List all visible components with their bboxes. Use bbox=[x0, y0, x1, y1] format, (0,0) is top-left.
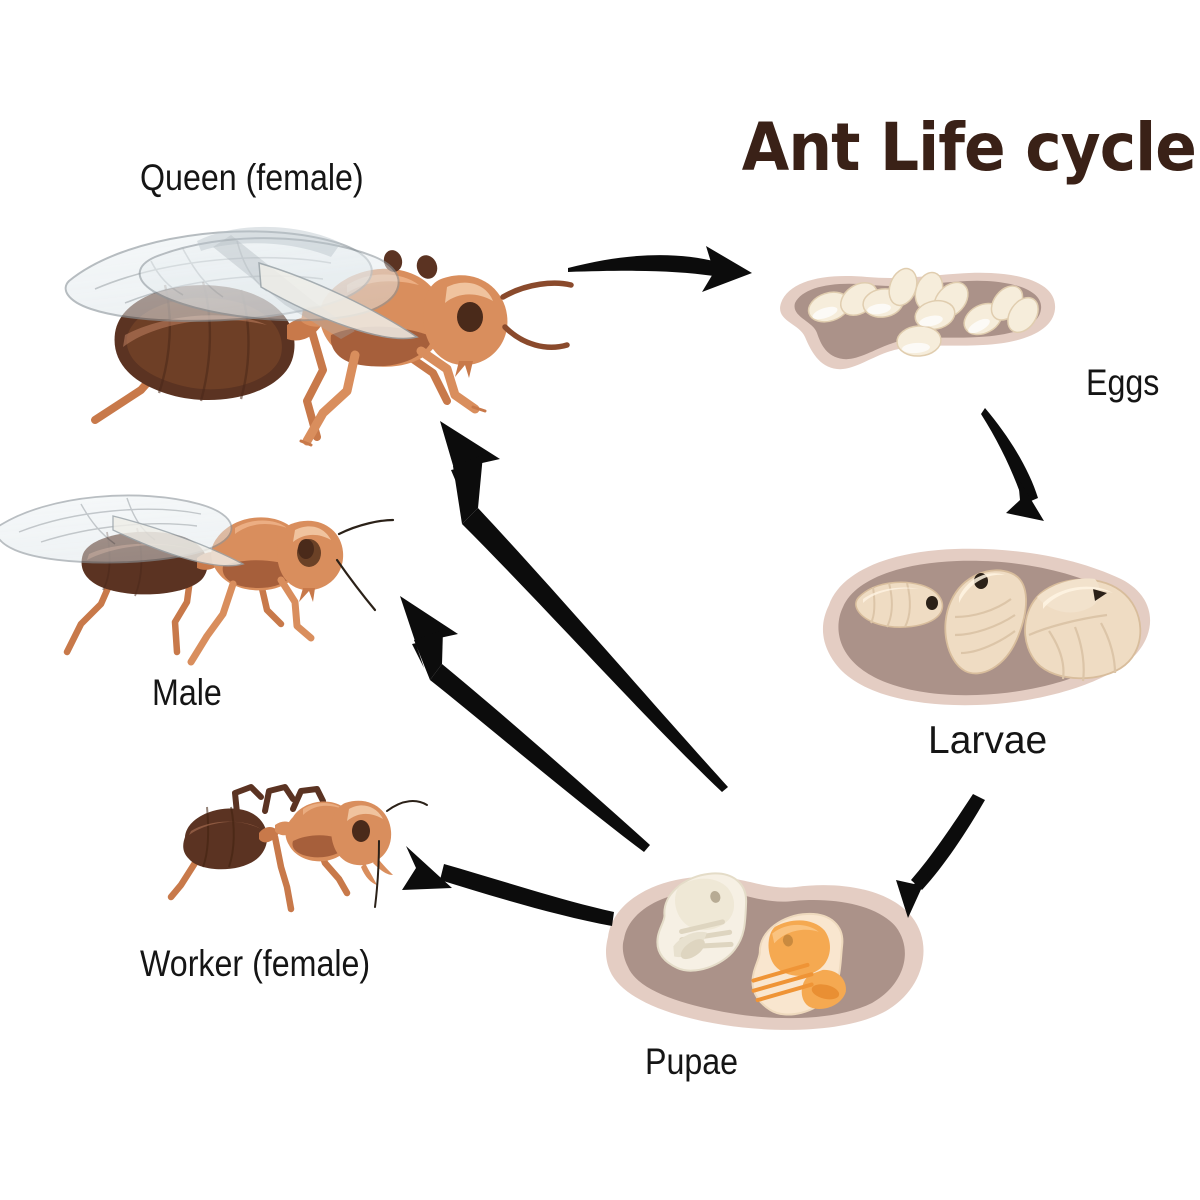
label-queen: Queen (female) bbox=[140, 157, 364, 198]
arrow-queen-to-eggs bbox=[568, 246, 752, 292]
label-male: Male bbox=[152, 672, 222, 713]
ant-larvae-illustration bbox=[815, 535, 1160, 720]
arrow-eggs-to-larvae bbox=[981, 408, 1044, 521]
label-pupae: Pupae bbox=[645, 1041, 739, 1082]
label-eggs: Eggs bbox=[1086, 362, 1160, 403]
ant-pupae-illustration bbox=[600, 865, 935, 1040]
label-larvae: Larvae bbox=[928, 719, 1048, 762]
ant-eggs-illustration bbox=[775, 265, 1065, 380]
worker-ant-illustration bbox=[165, 775, 430, 925]
arrow-pupae-to-queen bbox=[440, 421, 728, 792]
male-ant-illustration bbox=[0, 480, 395, 670]
label-worker: Worker (female) bbox=[140, 943, 371, 984]
arrow-pupae-to-worker bbox=[402, 846, 614, 926]
queen-ant-illustration bbox=[55, 205, 575, 450]
arrow-pupae-to-male bbox=[400, 596, 650, 852]
page-title: Ant Life cycle bbox=[741, 109, 1197, 186]
